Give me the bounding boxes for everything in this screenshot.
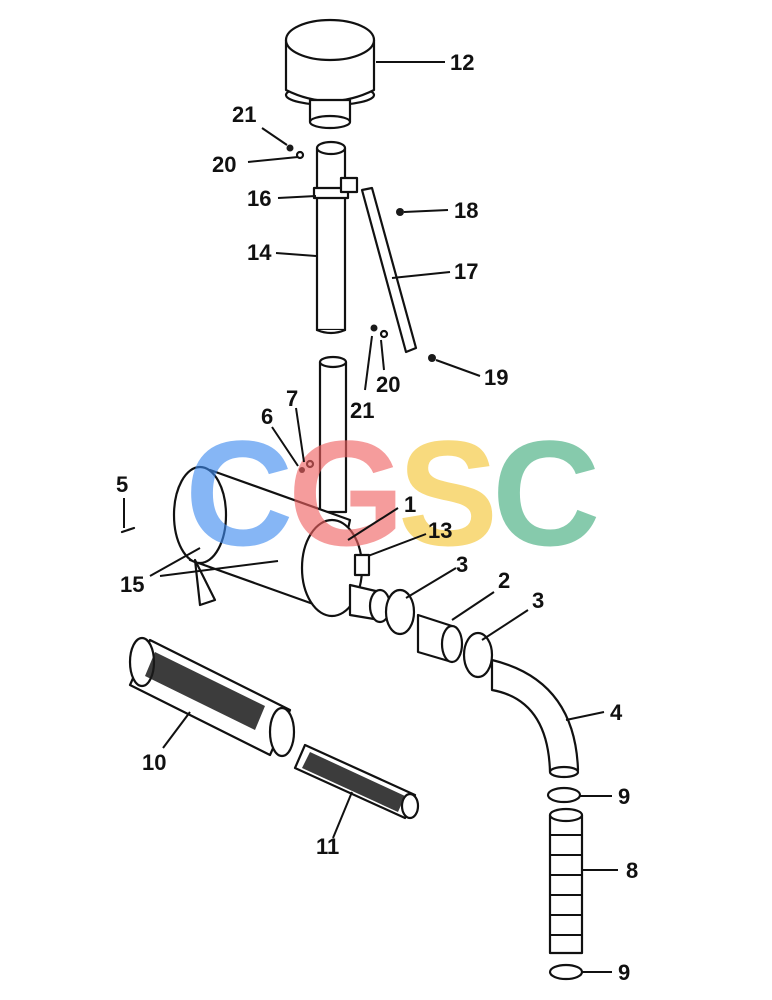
connector-hose bbox=[416, 613, 464, 664]
callout-12: 12 bbox=[450, 50, 474, 75]
watermark-letter: S bbox=[398, 409, 498, 577]
callout-3: 3 bbox=[456, 552, 468, 577]
callout-9: 9 bbox=[618, 960, 630, 985]
callout-9: 9 bbox=[618, 784, 630, 809]
callout-labels: 12 21 20 16 14 18 17 19 20 21 7 6 5 1 13… bbox=[116, 50, 638, 985]
upper-intake-tube bbox=[312, 140, 359, 335]
callout-21: 21 bbox=[350, 398, 374, 423]
callout-15: 15 bbox=[120, 572, 144, 597]
callout-6: 6 bbox=[261, 404, 273, 429]
secondary-filter-element bbox=[293, 743, 420, 820]
precleaner-cap bbox=[284, 18, 376, 130]
leader-lines bbox=[123, 61, 618, 973]
flex-hose bbox=[548, 807, 584, 955]
callout-21: 21 bbox=[232, 102, 256, 127]
callout-17: 17 bbox=[454, 259, 478, 284]
callout-7: 7 bbox=[286, 386, 298, 411]
watermark-letter: C bbox=[185, 409, 293, 577]
callout-20: 20 bbox=[376, 372, 400, 397]
callout-13: 13 bbox=[428, 518, 452, 543]
air-cleaner-housing bbox=[172, 465, 392, 624]
callout-10: 10 bbox=[142, 750, 166, 775]
callout-11: 11 bbox=[316, 834, 339, 859]
callout-18: 18 bbox=[454, 198, 478, 223]
callout-14: 14 bbox=[247, 240, 272, 265]
watermark-letter: G bbox=[288, 409, 405, 577]
elbow-pipe bbox=[490, 658, 580, 779]
hose-clamps bbox=[384, 588, 494, 679]
callout-5: 5 bbox=[116, 472, 128, 497]
primary-filter-element bbox=[128, 636, 296, 758]
flex-hose-clamps bbox=[546, 786, 584, 981]
callout-3: 3 bbox=[532, 588, 544, 613]
callout-19: 19 bbox=[484, 365, 508, 390]
watermark: C G S C bbox=[185, 409, 600, 577]
support-bracket bbox=[360, 186, 436, 362]
lower-intake-tube bbox=[318, 355, 348, 514]
watermark-letter: C bbox=[492, 409, 600, 577]
hardware bbox=[120, 144, 389, 534]
callout-2: 2 bbox=[498, 568, 510, 593]
callout-8: 8 bbox=[626, 858, 638, 883]
callout-4: 4 bbox=[610, 700, 623, 725]
callout-20: 20 bbox=[212, 152, 236, 177]
callout-16: 16 bbox=[247, 186, 271, 211]
callout-1: 1 bbox=[404, 492, 416, 517]
